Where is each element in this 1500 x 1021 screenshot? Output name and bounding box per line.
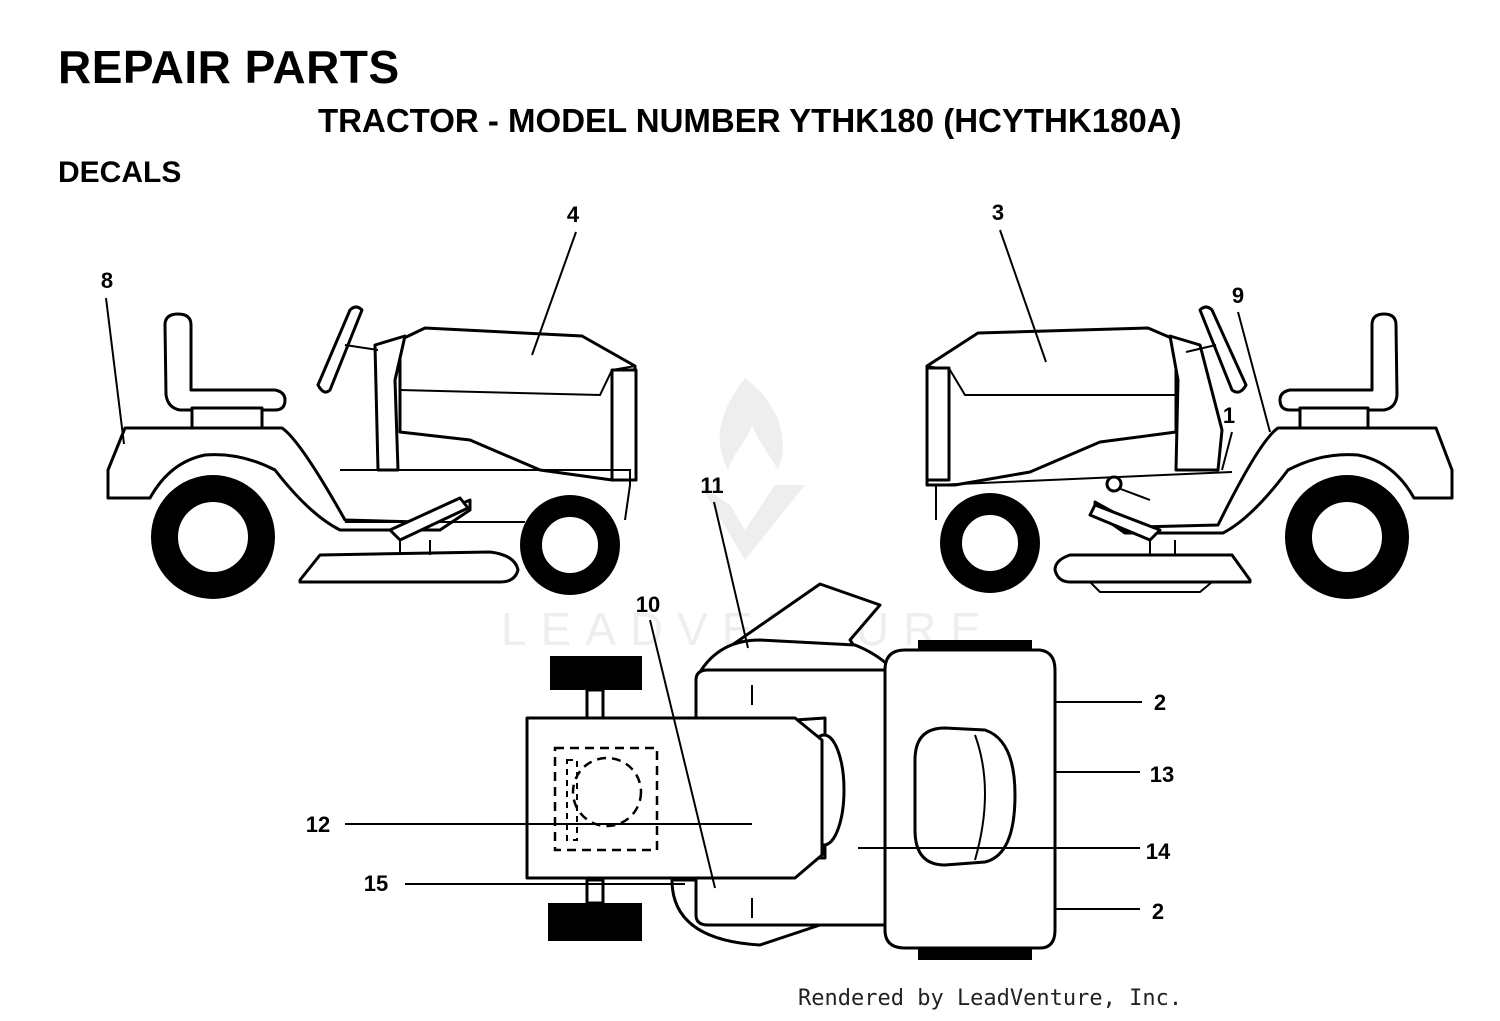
svg-text:9: 9 — [1232, 283, 1244, 308]
callout-12: 12 — [306, 812, 752, 837]
callout-9: 9 — [1232, 283, 1271, 433]
callout-10: 10 — [636, 592, 716, 889]
svg-text:4: 4 — [567, 202, 580, 227]
svg-text:10: 10 — [636, 592, 660, 617]
callout-14: 14 — [858, 839, 1171, 864]
svg-text:15: 15 — [364, 871, 388, 896]
seat-left — [163, 312, 287, 412]
tractor-top-view — [525, 582, 1057, 960]
callout-1: 1 — [1221, 403, 1235, 471]
pedal-left — [388, 496, 470, 542]
steering-wheel-right — [1198, 305, 1248, 394]
page-title: REPAIR PARTS — [58, 41, 400, 93]
callout-3: 3 — [992, 200, 1047, 363]
dash-left — [373, 334, 407, 472]
svg-text:12: 12 — [306, 812, 330, 837]
svg-text:11: 11 — [700, 473, 723, 498]
svg-text:2: 2 — [1152, 899, 1164, 924]
svg-text:1: 1 — [1223, 403, 1235, 428]
callout-15: 15 — [364, 871, 685, 896]
hood-right — [925, 326, 1178, 487]
tractor-left-side-view — [106, 305, 638, 599]
pedal-right — [1088, 503, 1162, 542]
callout-4: 4 — [531, 202, 580, 356]
rear-body-right — [1093, 426, 1454, 535]
tractor-right-side-view — [925, 305, 1454, 599]
render-credit: Rendered by LeadVenture, Inc. — [798, 986, 1183, 1011]
front-tire-top-2 — [548, 903, 642, 941]
model-subtitle: TRACTOR - MODEL NUMBER YTHK180 (HCYTHK18… — [318, 102, 1182, 139]
svg-text:3: 3 — [992, 200, 1004, 225]
callout-2-lower: 2 — [1055, 899, 1164, 924]
svg-text:8: 8 — [101, 268, 113, 293]
seat-top — [913, 726, 1017, 867]
svg-text:14: 14 — [1146, 839, 1171, 864]
callout-13: 13 — [1055, 762, 1174, 787]
callout-11: 11 — [700, 473, 749, 649]
section-heading: DECALS — [58, 156, 182, 189]
seat-base-right — [1298, 406, 1370, 430]
svg-text:2: 2 — [1154, 690, 1166, 715]
callout-2-upper: 2 — [1055, 690, 1166, 715]
hood-top — [525, 716, 824, 880]
callout-8: 8 — [101, 268, 125, 445]
mower-deck-left — [298, 550, 520, 584]
dash-right — [1168, 334, 1224, 472]
front-tire-top-1 — [550, 656, 642, 690]
steering-wheel-left — [316, 305, 364, 394]
seat-right — [1278, 312, 1399, 412]
svg-text:13: 13 — [1150, 762, 1174, 787]
mower-deck-right — [1053, 553, 1252, 584]
hood-left — [398, 326, 638, 482]
rear-body-left — [106, 426, 472, 532]
seat-base-left — [190, 406, 264, 430]
